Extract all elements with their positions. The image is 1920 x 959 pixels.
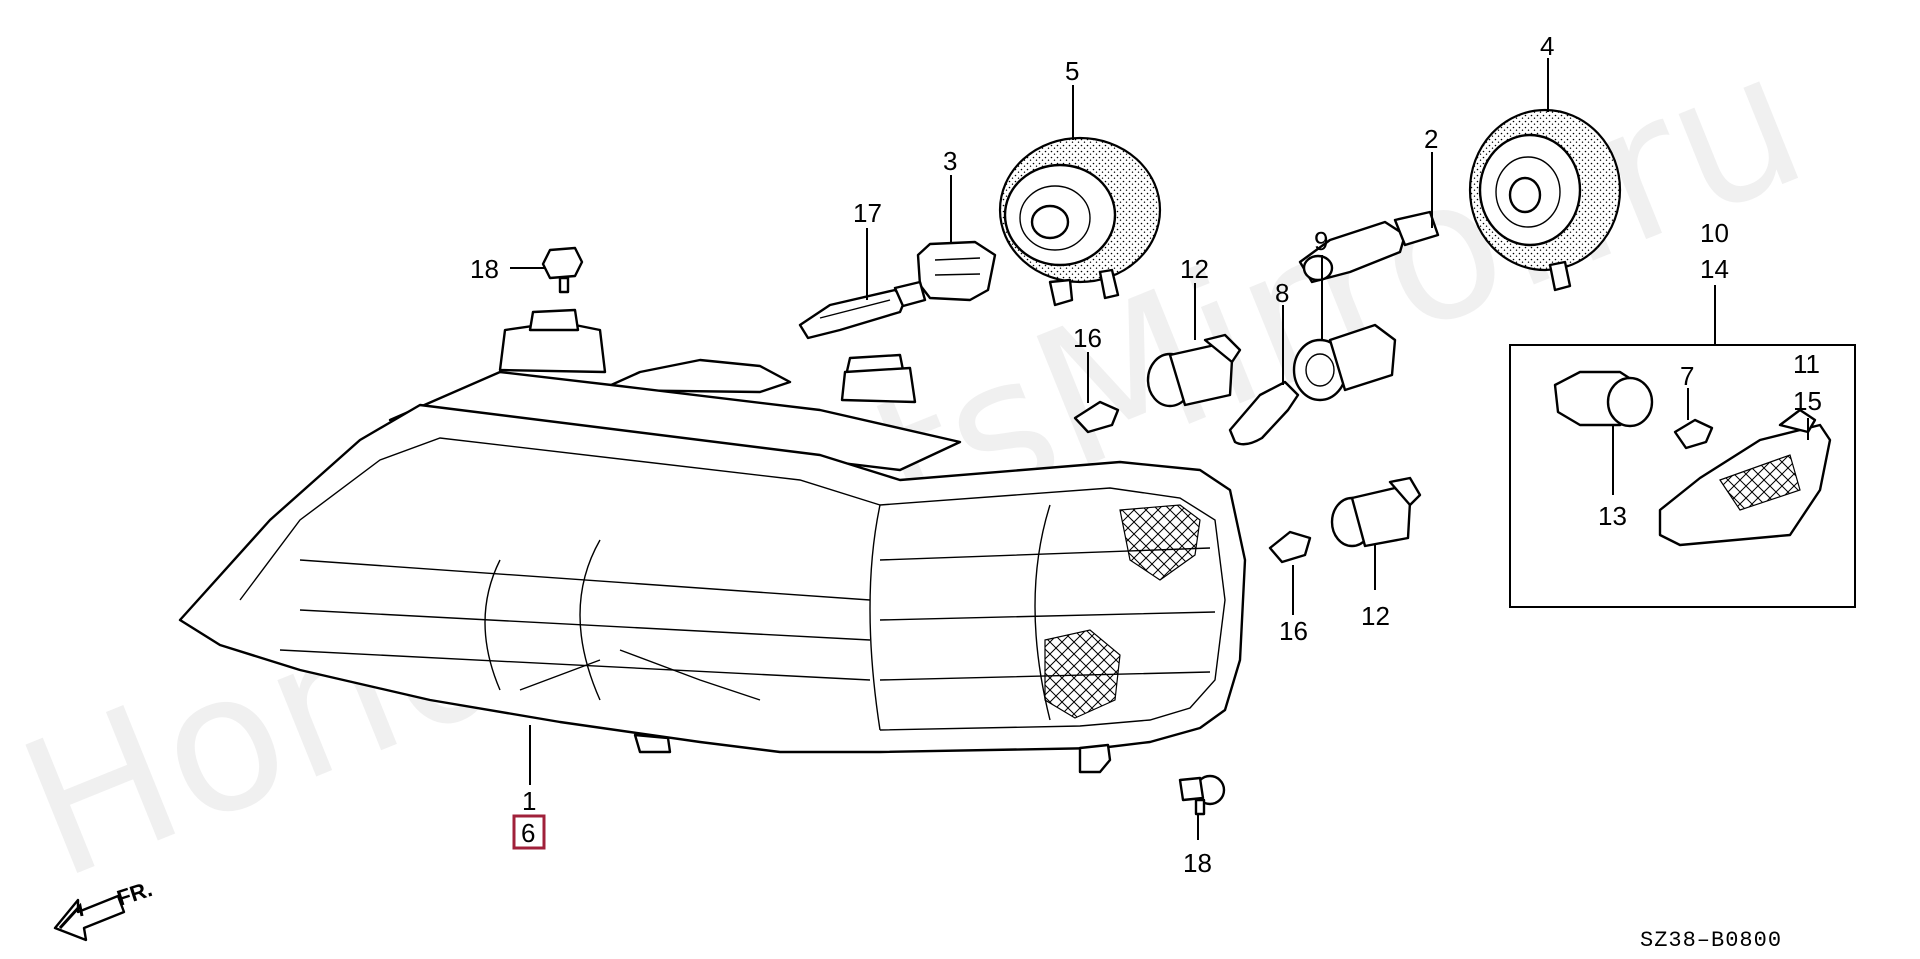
bulb-16-lower [1268, 530, 1312, 564]
callout-13: 13 [1598, 501, 1627, 531]
bulb-16-upper [1073, 400, 1120, 434]
callout-6: 6 [521, 818, 535, 848]
socket-12-upper [1146, 333, 1242, 408]
callout-12-upper: 12 [1180, 254, 1209, 284]
socket-12-lower [1330, 476, 1422, 548]
callout-10: 10 [1700, 218, 1729, 248]
callout-14: 14 [1700, 254, 1729, 284]
callout-labels: 1 6 2 3 4 5 7 8 9 10 14 11 15 12 12 13 1… [470, 31, 1822, 878]
bulb-8 [1228, 380, 1300, 446]
socket-9 [1292, 323, 1397, 402]
front-arrow-icon [53, 894, 126, 942]
callout-9: 9 [1314, 226, 1328, 256]
callout-17: 17 [853, 198, 882, 228]
callout-12-lower: 12 [1361, 601, 1390, 631]
callout-15: 15 [1793, 386, 1822, 416]
leader-lines [510, 58, 1809, 840]
callout-11: 11 [1793, 349, 1820, 379]
bolt-18-lower [1178, 774, 1226, 816]
callout-16-upper: 16 [1073, 323, 1102, 353]
headlight-housing [178, 308, 1247, 774]
socket-cover-4 [1468, 108, 1622, 292]
socket-cover-5 [998, 136, 1162, 307]
callout-18-lower: 18 [1183, 848, 1212, 878]
socket-3 [916, 240, 997, 302]
callout-18-upper: 18 [470, 254, 499, 284]
side-marker-group-box [1509, 344, 1856, 608]
callout-4: 4 [1540, 31, 1554, 61]
callout-2: 2 [1424, 124, 1438, 154]
bulb-17 [798, 280, 927, 340]
bulb-2 [1298, 210, 1440, 284]
callout-5: 5 [1065, 56, 1079, 86]
bolt-18-upper [541, 246, 584, 294]
callout-8: 8 [1275, 278, 1289, 308]
callout-6-highlight-box [512, 814, 546, 850]
callout-16-lower: 16 [1279, 616, 1308, 646]
diagram-code: SZ38–B0800 [1640, 928, 1782, 953]
callout-1: 1 [522, 786, 536, 816]
callout-3: 3 [943, 146, 957, 176]
callout-7: 7 [1680, 361, 1694, 391]
